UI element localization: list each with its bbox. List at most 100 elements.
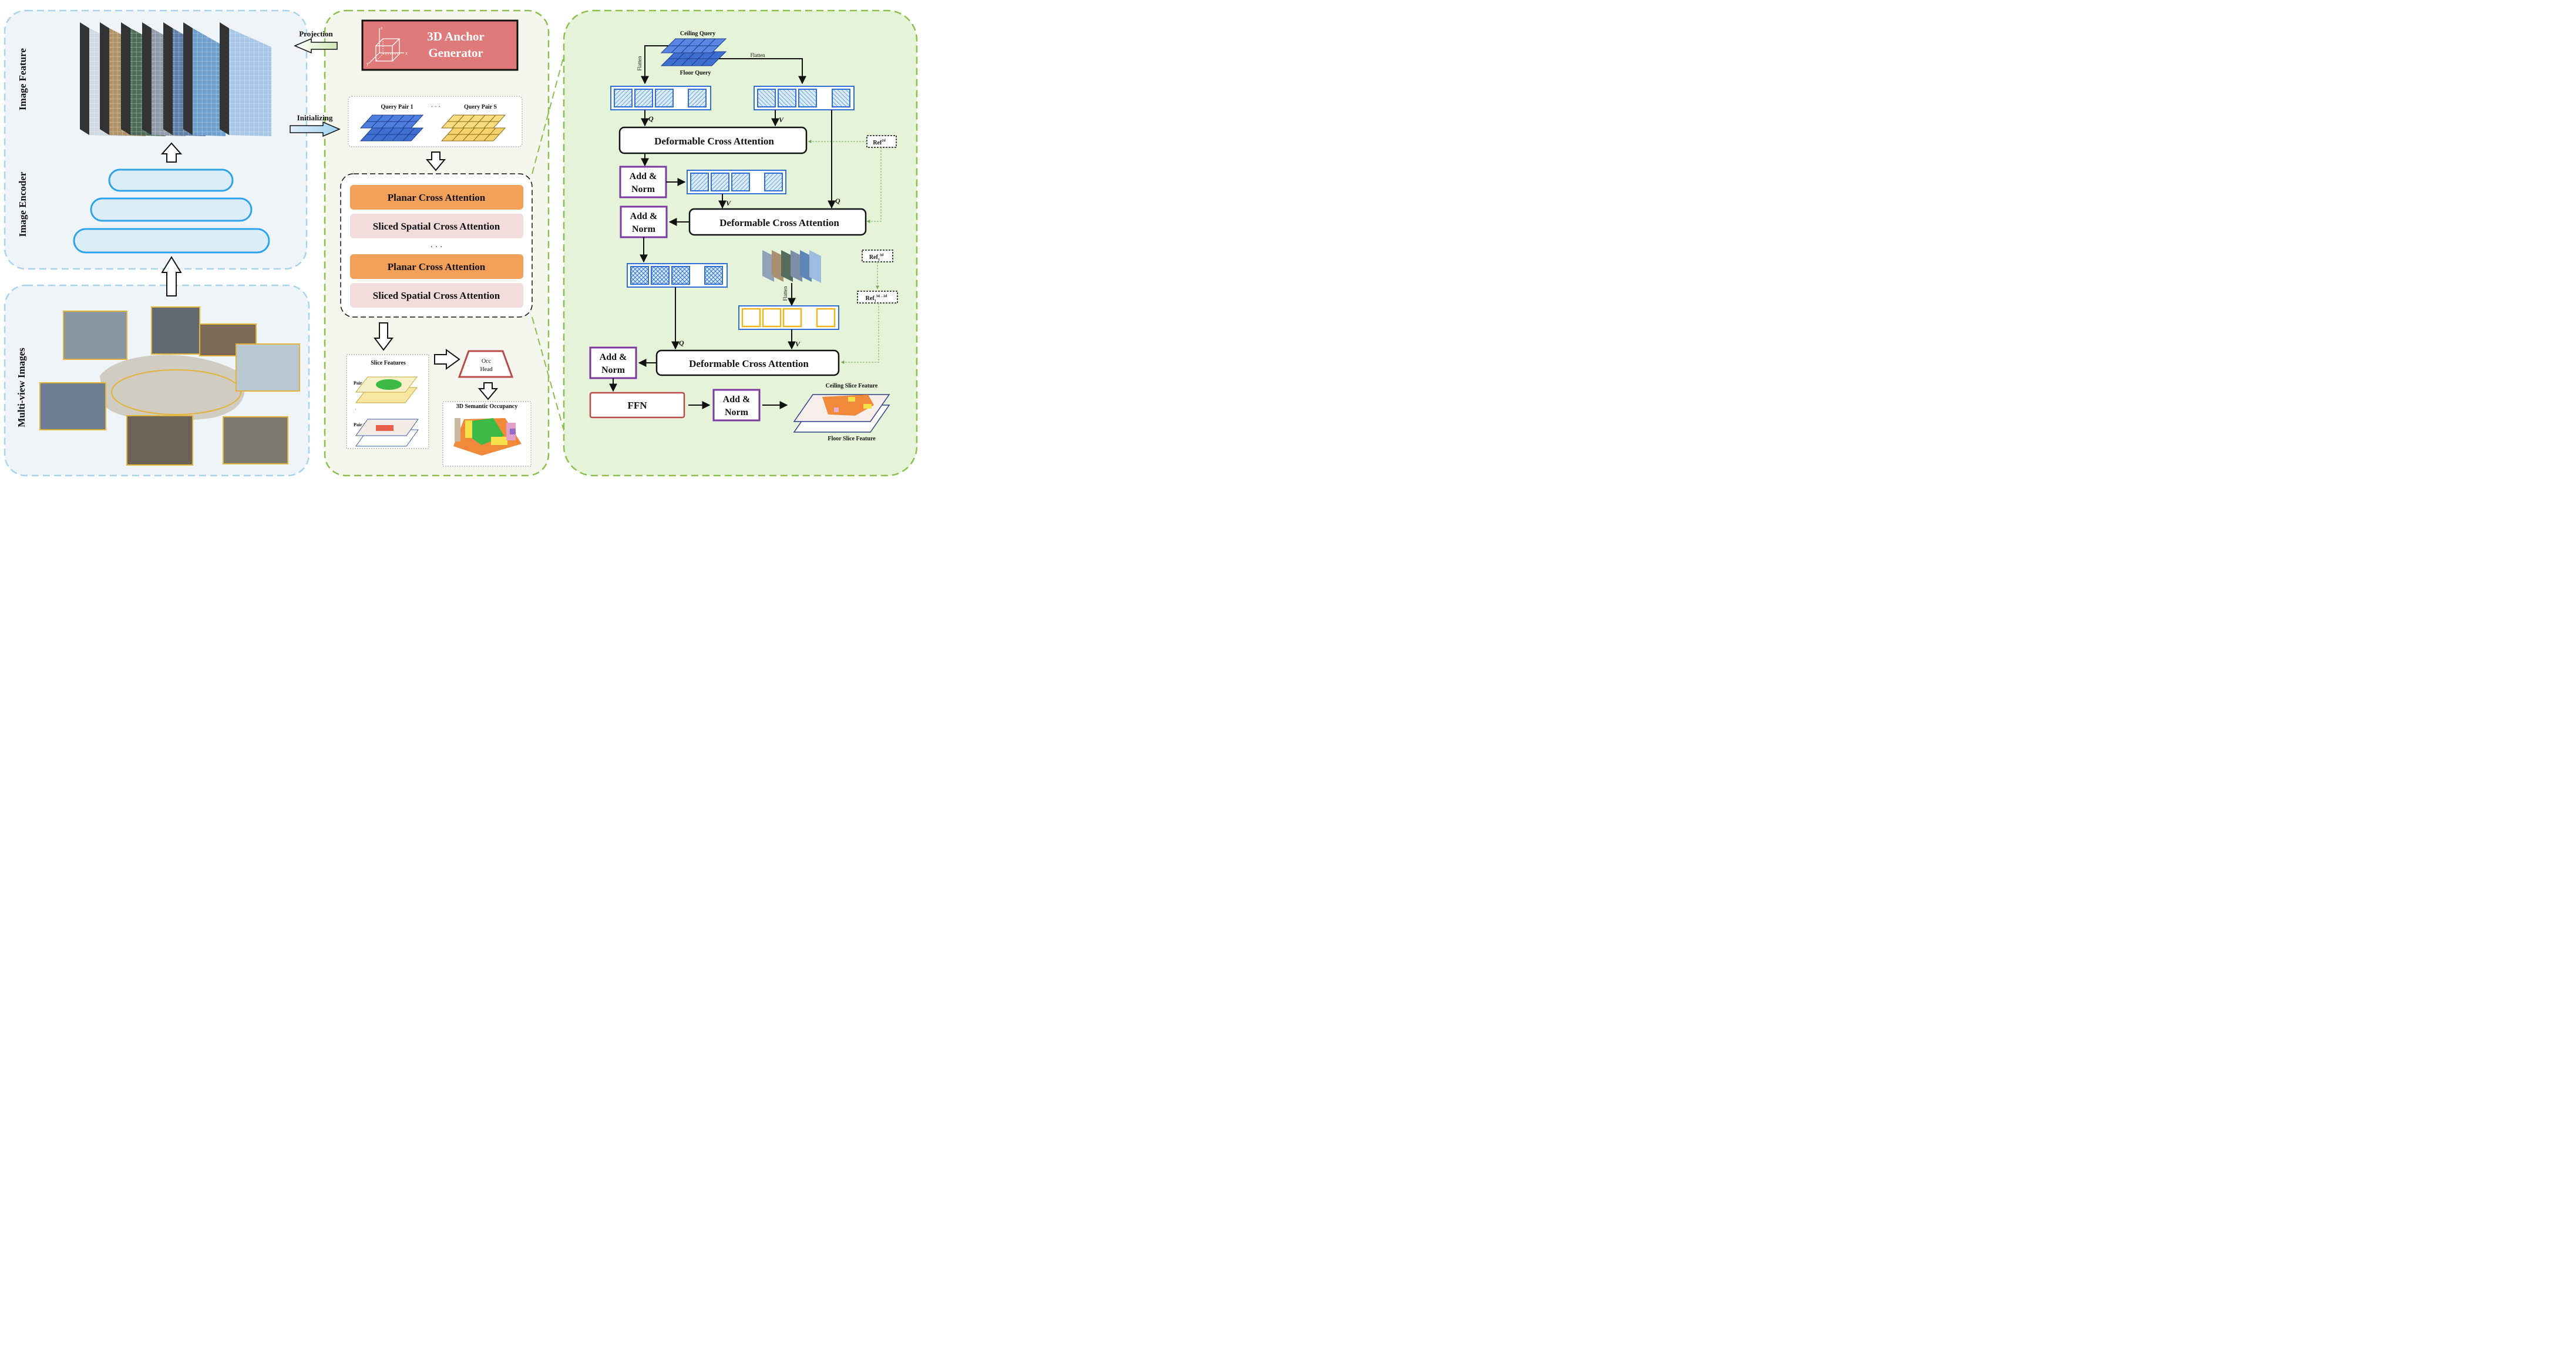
semantic-occupancy-label: 3D Semantic Occupancy: [456, 403, 517, 410]
view-photo: [63, 311, 127, 360]
sliced-spatial-cross-attention-layer: [350, 214, 523, 238]
view-photo: [223, 416, 288, 464]
add-norm-2: [620, 205, 668, 238]
cube-axes-icon: z x y: [366, 25, 408, 66]
slice-red-region: [376, 425, 394, 431]
ref-line: [840, 303, 879, 364]
encoder-layer: [90, 197, 253, 222]
ref-3d2d-box: [857, 291, 898, 304]
view-photo: [39, 382, 106, 430]
ffn-box: [589, 392, 685, 419]
architecture-diagram: Image Feature Image Encoder Multi-view I…: [4, 9, 918, 477]
anchor-title-line2: Generator: [428, 46, 483, 60]
projection-label: Projection: [299, 29, 333, 38]
pair-dots: ·: [355, 407, 357, 412]
planar-cross-attention-label: Planar Cross Attention: [388, 192, 486, 203]
add-norm-4: [712, 389, 761, 422]
deformable-cross-attention-1: [618, 126, 808, 154]
ceiling-query-label: Ceiling Query: [680, 31, 715, 37]
token-sequence-mid: [687, 170, 786, 194]
down-arrow-icon: [425, 151, 446, 171]
planar-cross-attention-layer: [350, 254, 523, 279]
image-feature-mini-stack: [762, 250, 821, 283]
add-norm-1-line2: Norm: [631, 184, 655, 194]
encoder-layer: [108, 168, 234, 192]
flatten-left-label: Flatten: [637, 56, 643, 70]
multiview-photos: [39, 306, 300, 466]
floor-slice-feature-label: Floor Slice Feature: [828, 436, 876, 442]
add-norm-3: [589, 346, 637, 379]
slice-green-region: [376, 379, 402, 390]
v-label: V: [726, 199, 731, 207]
middle-panel: Projection Initializing z x y 3D Anchor …: [290, 9, 550, 477]
ceiling-slice-feature-label: Ceiling Slice Feature: [826, 383, 878, 389]
slice-features-label: Slice Features: [371, 360, 406, 366]
pair-s-label: Pair S: [354, 380, 366, 386]
occ-head-line2: Head: [480, 366, 492, 373]
feature-map: [220, 22, 271, 136]
initializing-arrow: [290, 121, 341, 137]
q-label: Q: [835, 197, 840, 205]
add-norm-3-line2: Norm: [601, 365, 625, 375]
add-norm-4-line1: Add &: [723, 395, 751, 405]
add-norm-1: [619, 166, 667, 198]
image-encoder-label: Image Encoder: [17, 171, 28, 237]
pair-1-label: Pair 1: [354, 422, 366, 427]
multiview-images-label: Multi-view Images: [16, 348, 27, 427]
feature-map: [183, 22, 226, 136]
zoom-line: [532, 316, 566, 435]
add-norm-1-line1: Add &: [630, 171, 657, 181]
query-dots: · · ·: [431, 103, 441, 110]
query-pair-1-label: Query Pair 1: [381, 104, 413, 110]
view-photo: [126, 415, 193, 466]
anchor-title-line1: 3D Anchor: [427, 29, 484, 43]
encoder-layer: [73, 228, 270, 254]
ref-3d-label: Ref13d: [869, 254, 884, 262]
query-pair-s-label: Query Pair S: [464, 104, 497, 110]
occ-head-line1: Occ: [482, 358, 492, 365]
planar-cross-attention-label: Planar Cross Attention: [388, 261, 486, 272]
axis-z-label: z: [381, 25, 383, 31]
v-label: V: [795, 340, 801, 348]
up-arrow-icon: [161, 256, 182, 296]
sliced-spatial-cross-attention-label: Sliced Spatial Cross Attention: [373, 290, 500, 301]
flatten-arrow-left: [641, 45, 668, 85]
ffn-label: FFN: [627, 400, 647, 411]
floor-query-label: Floor Query: [680, 70, 711, 76]
point-cloud: [100, 355, 245, 421]
ceiling-floor-query-planes: [660, 38, 727, 66]
slice-feature-output: [793, 394, 890, 433]
view-photo: [236, 343, 300, 392]
sliced-spatial-cross-attention-label: Sliced Spatial Cross Attention: [373, 221, 500, 232]
right-arrow-icon: [434, 349, 460, 370]
camera-trajectory: [111, 369, 241, 415]
q-label: Q: [648, 114, 654, 123]
image-feature-label: Image Feature: [17, 48, 28, 110]
axis-x-label: x: [405, 50, 408, 56]
left-panel: Image Feature Image Encoder Multi-view I…: [4, 9, 310, 477]
dca-2-label: Deformable Cross Attention: [719, 217, 839, 228]
projection-arrow: [294, 38, 338, 54]
up-arrow-icon: [160, 142, 183, 163]
voxel-scene: [453, 418, 522, 456]
axis-y-label: y: [366, 61, 369, 66]
ref-3d2d-label: Ref13d→2d: [866, 295, 887, 303]
query-pair-s-planes: [440, 114, 506, 141]
planar-cross-attention-layer: [350, 185, 523, 210]
occ-head-box: [458, 350, 514, 378]
dca-1-label: Deformable Cross Attention: [654, 136, 774, 147]
zoom-line: [532, 55, 564, 174]
sliced-spatial-cross-attention-layer: [350, 283, 523, 308]
token-sequence-cross: [627, 263, 728, 288]
token-sequence-floor: [754, 86, 855, 110]
token-sequence-ceiling: [610, 86, 711, 110]
v-label: V: [779, 116, 784, 124]
initializing-label: Initializing: [297, 113, 333, 122]
ref-line: [866, 147, 882, 223]
dca-3-label: Deformable Cross Attention: [689, 358, 809, 369]
down-arrow-icon: [477, 382, 499, 400]
add-norm-2-line1: Add &: [630, 211, 658, 221]
add-norm-2-line2: Norm: [632, 224, 656, 234]
anchor-generator-box: [361, 19, 519, 71]
